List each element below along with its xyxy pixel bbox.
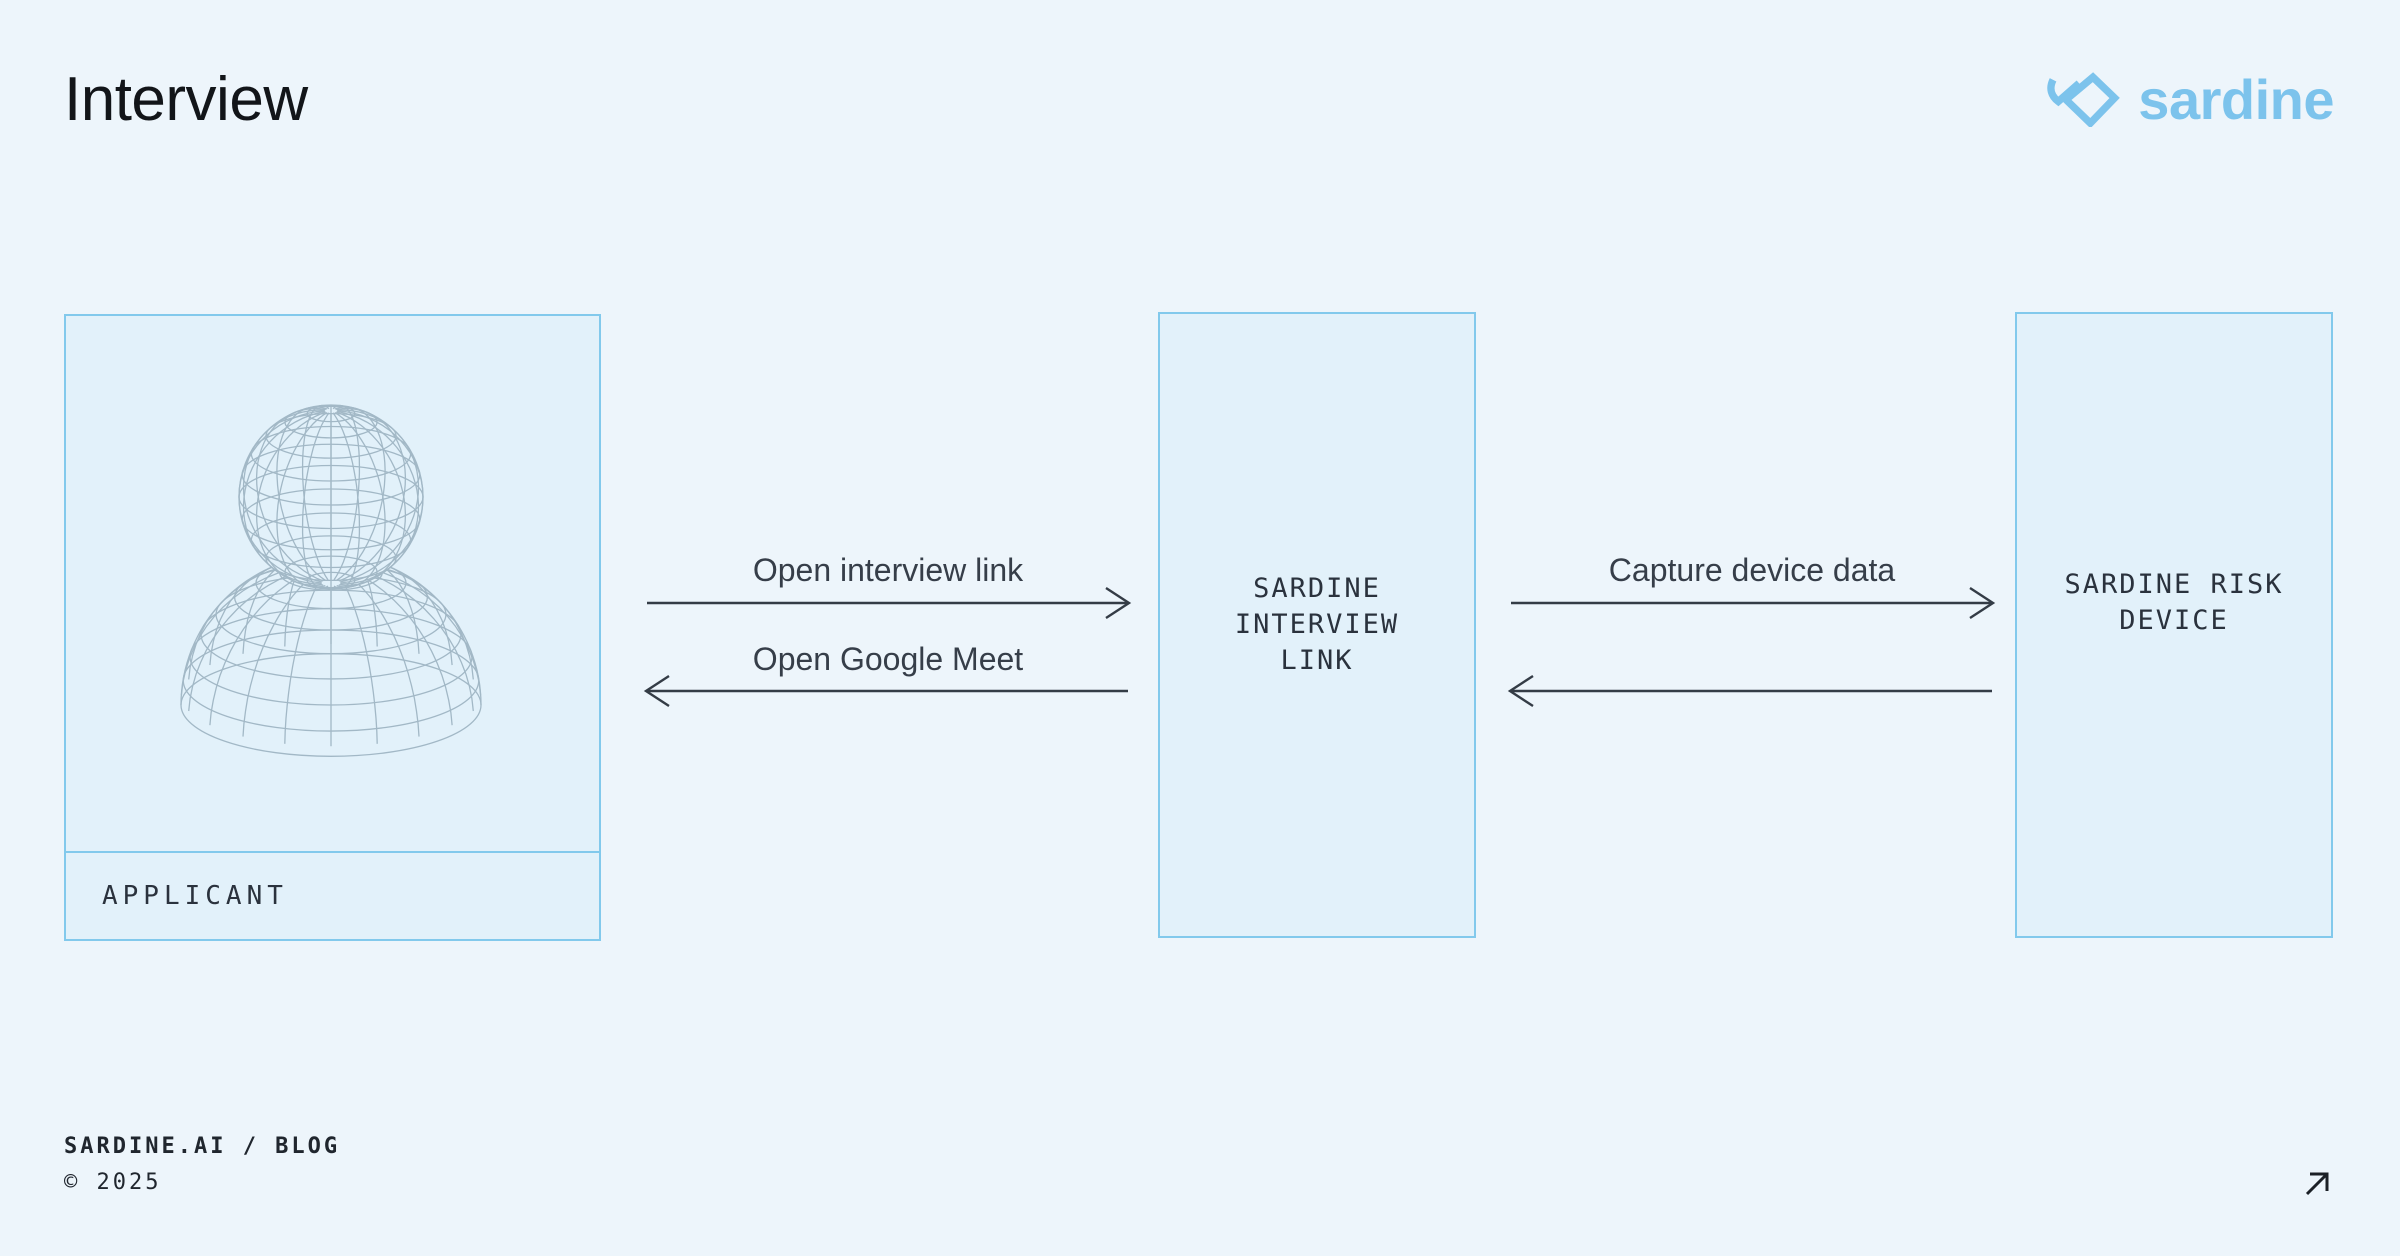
applicant-label-strip: APPLICANT <box>66 851 599 939</box>
arrow-device-to-link <box>1507 674 1992 708</box>
arrow-link-to-applicant <box>643 674 1128 708</box>
interview-link-line2: INTERVIEW <box>1234 609 1400 640</box>
risk-device-label: SARDINE RISK DEVICE <box>2064 567 2283 639</box>
footer-copyright: © 2025 <box>64 1170 162 1195</box>
interview-link-line1: SARDINE <box>1253 573 1381 604</box>
node-interview-link: SARDINE INTERVIEW LINK <box>1158 312 1476 938</box>
sardine-logo-text: sardine <box>2138 68 2334 131</box>
node-risk-device: SARDINE RISK DEVICE <box>2015 312 2333 938</box>
sardine-logo[interactable]: sardine <box>2047 72 2334 128</box>
interview-link-label: SARDINE INTERVIEW LINK <box>1235 571 1399 679</box>
interview-link-line3: LINK <box>1280 645 1354 676</box>
risk-device-line1: SARDINE RISK <box>2064 569 2284 600</box>
risk-device-line2: DEVICE <box>2119 605 2229 636</box>
edge-label-capture-device-data: Capture device data <box>1608 552 1896 588</box>
node-applicant: APPLICANT <box>64 314 601 941</box>
edge-label-open-google-meet: Open Google Meet <box>752 641 1024 677</box>
wireframe-person-figure <box>66 316 599 851</box>
arrow-link-to-device <box>1511 586 1996 620</box>
arrow-applicant-to-link <box>647 586 1132 620</box>
edge-label-open-interview-link: Open interview link <box>752 552 1024 588</box>
sardine-fish-icon <box>2047 69 2125 132</box>
applicant-label: APPLICANT <box>102 881 288 911</box>
page-title: Interview <box>64 65 308 134</box>
footer-site-breadcrumb: SARDINE.AI / BLOG <box>64 1134 341 1159</box>
arrow-up-right-icon[interactable] <box>2300 1167 2336 1203</box>
